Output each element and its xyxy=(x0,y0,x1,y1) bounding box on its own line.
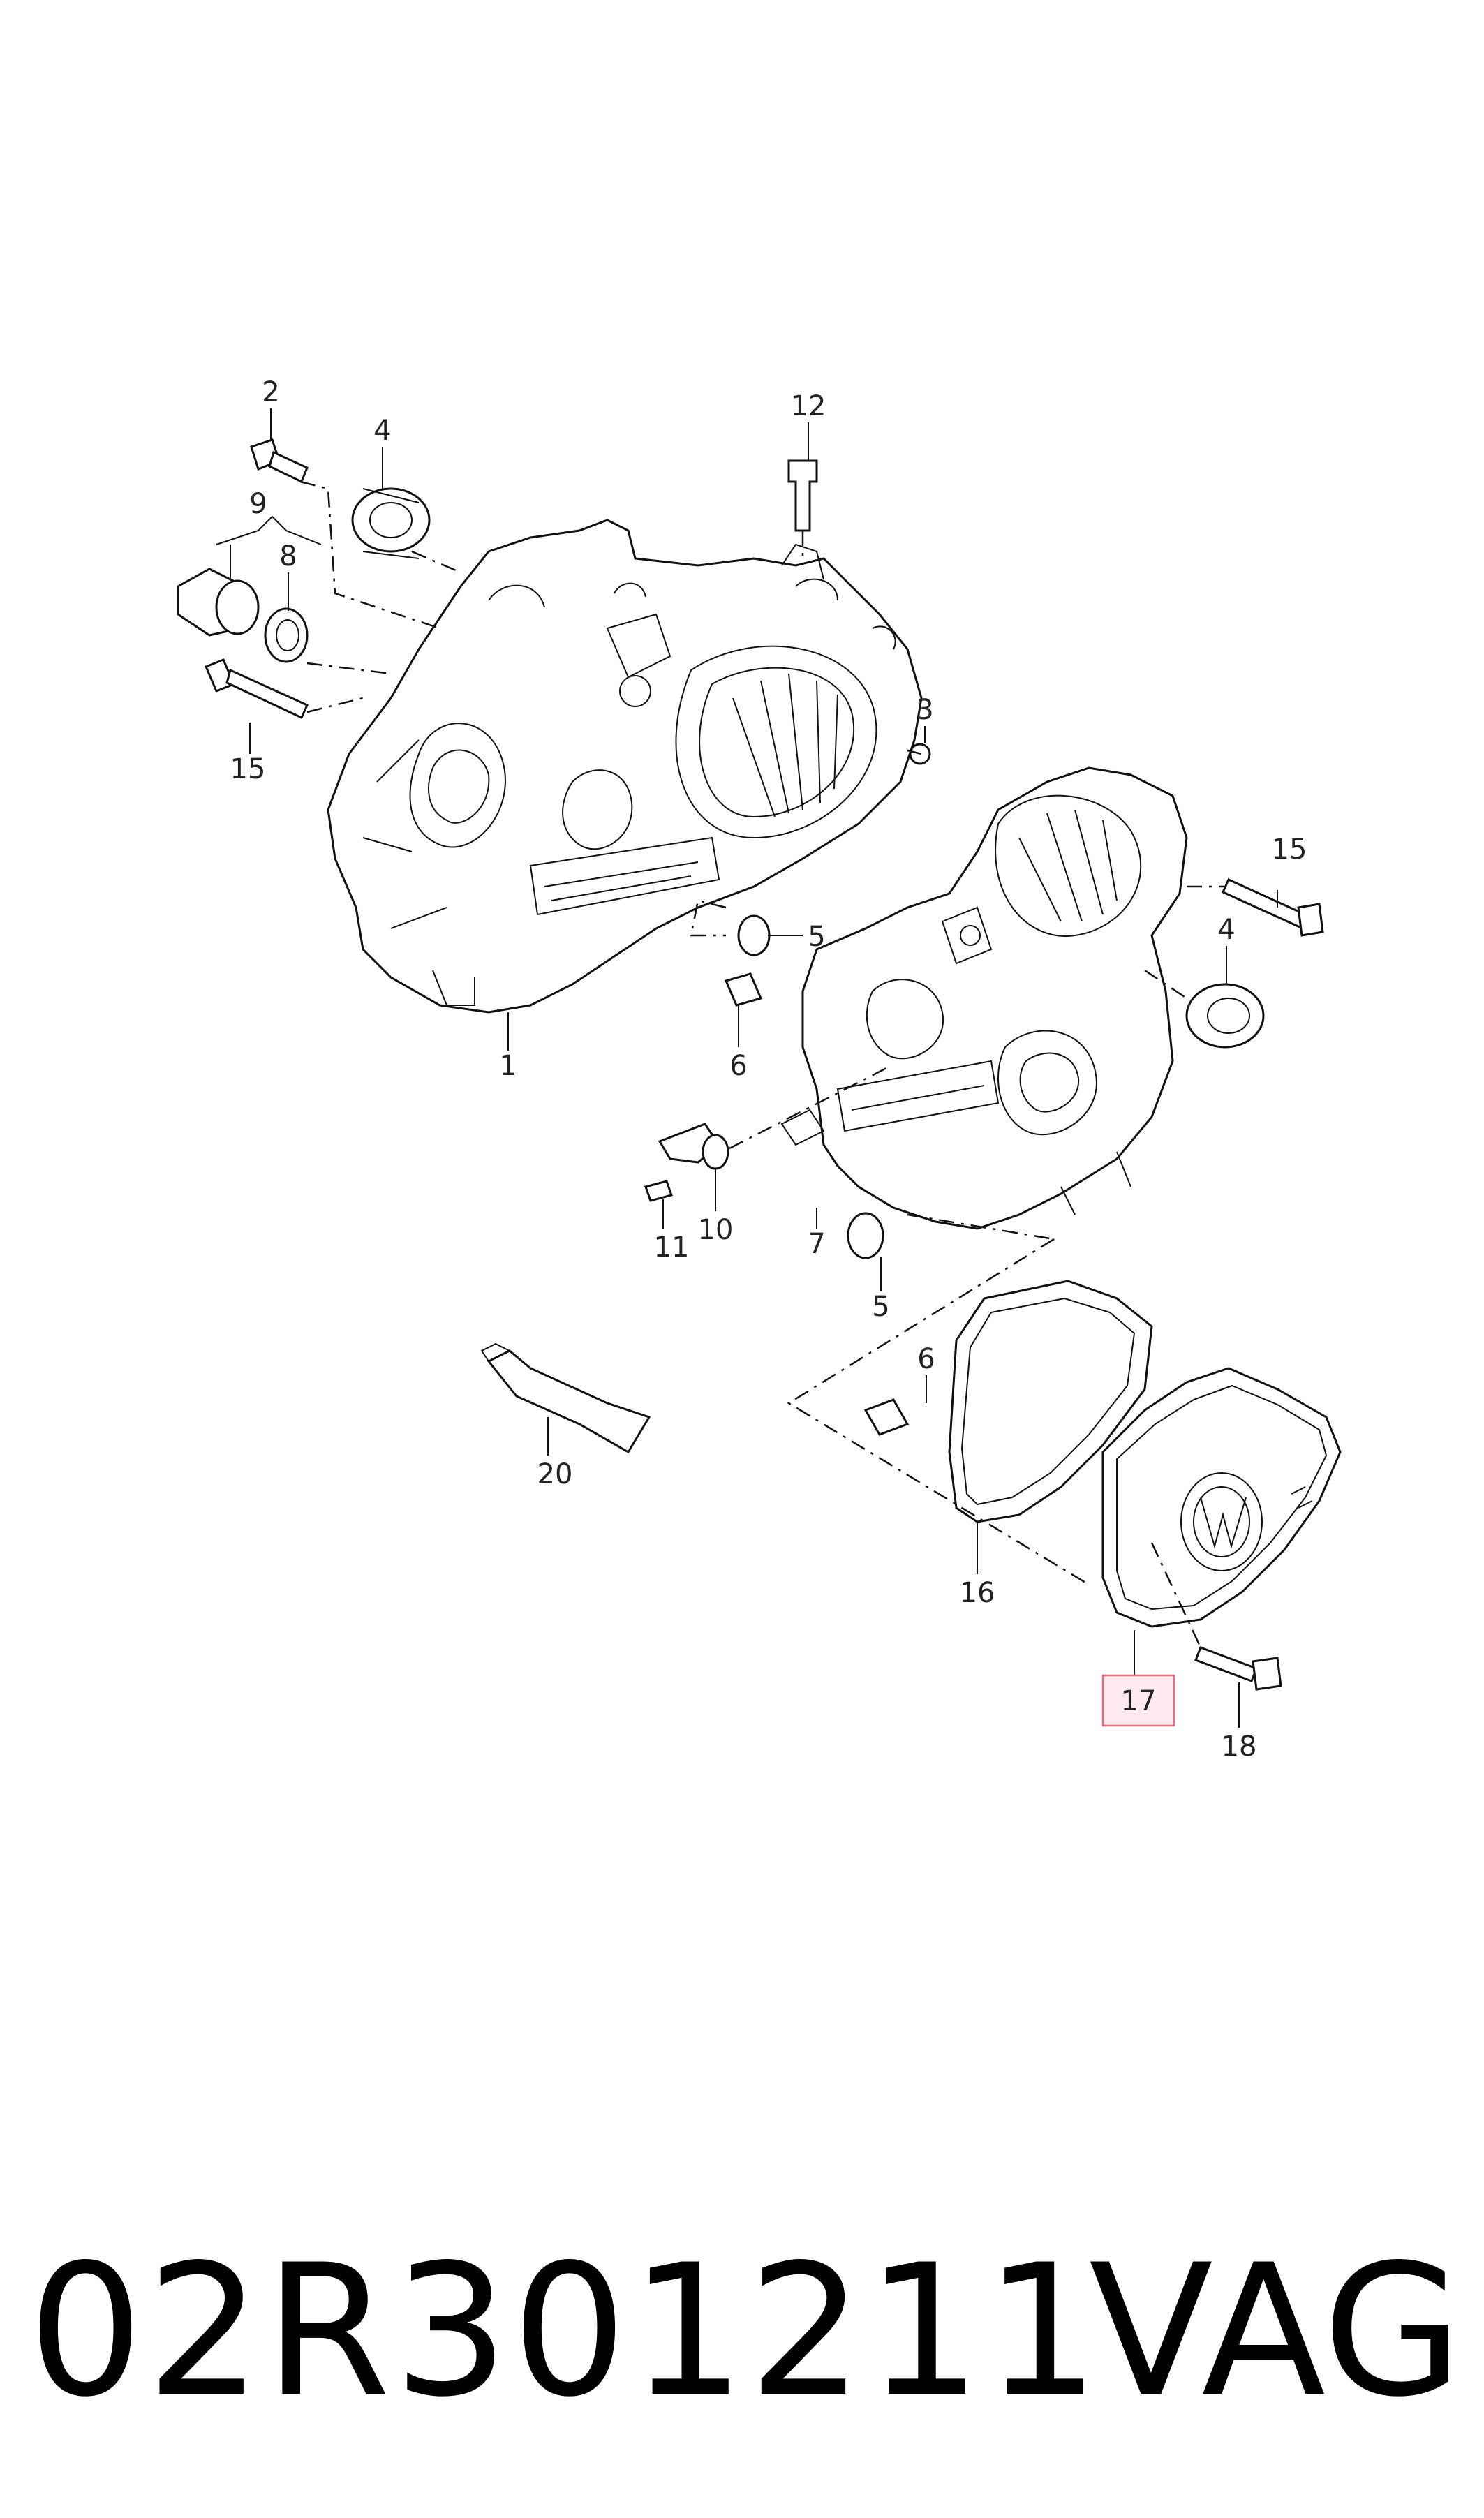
plug-5-bottom xyxy=(847,1212,884,1259)
bearing-4-top xyxy=(351,487,431,559)
callout-16: 16 xyxy=(960,1577,995,1609)
callout-2: 2 xyxy=(262,376,279,408)
callout-9: 9 xyxy=(249,488,267,520)
long-bolt-15-left xyxy=(205,658,309,720)
callout-6-top: 6 xyxy=(729,1050,747,1082)
callout-12: 12 xyxy=(791,390,826,422)
callout-5-bottom: 5 xyxy=(872,1291,889,1323)
callout-6-bottom: 6 xyxy=(917,1343,935,1375)
callout-3: 3 xyxy=(916,694,933,726)
footer: 02R301211 VAG xyxy=(0,2220,1484,2443)
sleeve-9 xyxy=(177,568,260,637)
callout-7: 7 xyxy=(808,1228,825,1260)
leader-lines xyxy=(216,408,1278,1728)
callout-labels: 1 2 3 4 4 5 5 6 6 7 8 9 10 11 12 15 15 1… xyxy=(230,376,1307,1763)
callout-8: 8 xyxy=(279,540,297,572)
block-6-top xyxy=(724,972,763,1007)
bolt-11 xyxy=(644,1180,673,1202)
cover-17 xyxy=(1101,1367,1342,1628)
callout-15-left: 15 xyxy=(230,753,266,785)
exploded-parts-diagram: 1 2 3 4 4 5 5 6 6 7 8 9 10 11 12 15 15 1… xyxy=(177,376,1342,1763)
callout-15-right: 15 xyxy=(1272,834,1307,866)
callout-10: 10 xyxy=(698,1214,734,1246)
assembly-lines xyxy=(299,480,1225,1648)
sealant-tube-20 xyxy=(480,1342,651,1454)
callout-1: 1 xyxy=(499,1050,517,1082)
bolt-2 xyxy=(250,438,309,484)
callout-4-top: 4 xyxy=(373,415,391,447)
block-6-bottom xyxy=(863,1398,910,1436)
callout-11: 11 xyxy=(654,1231,690,1264)
callout-5-top: 5 xyxy=(808,921,825,953)
sensor-10 xyxy=(658,1123,729,1170)
transmission-housing-right xyxy=(780,766,1188,1230)
brand-name: VAG xyxy=(1089,2226,1463,2437)
callout-18: 18 xyxy=(1222,1731,1257,1763)
stud-12 xyxy=(787,459,818,532)
bolt-18 xyxy=(1194,1646,1282,1691)
seal-ring-8 xyxy=(264,607,309,663)
part-number: 02R301211 xyxy=(28,2226,1104,2437)
gasket-16 xyxy=(948,1280,1153,1523)
bearing-4-right xyxy=(1185,983,1265,1049)
callout-17: 17 xyxy=(1121,1685,1157,1717)
callout-20: 20 xyxy=(537,1458,573,1490)
highlight-box-17 xyxy=(1101,1674,1175,1727)
long-bolt-15-right xyxy=(1222,878,1324,937)
plug-5-top xyxy=(737,914,771,956)
transmission-housing-left xyxy=(327,519,923,1014)
callout-4-right: 4 xyxy=(1217,914,1235,946)
